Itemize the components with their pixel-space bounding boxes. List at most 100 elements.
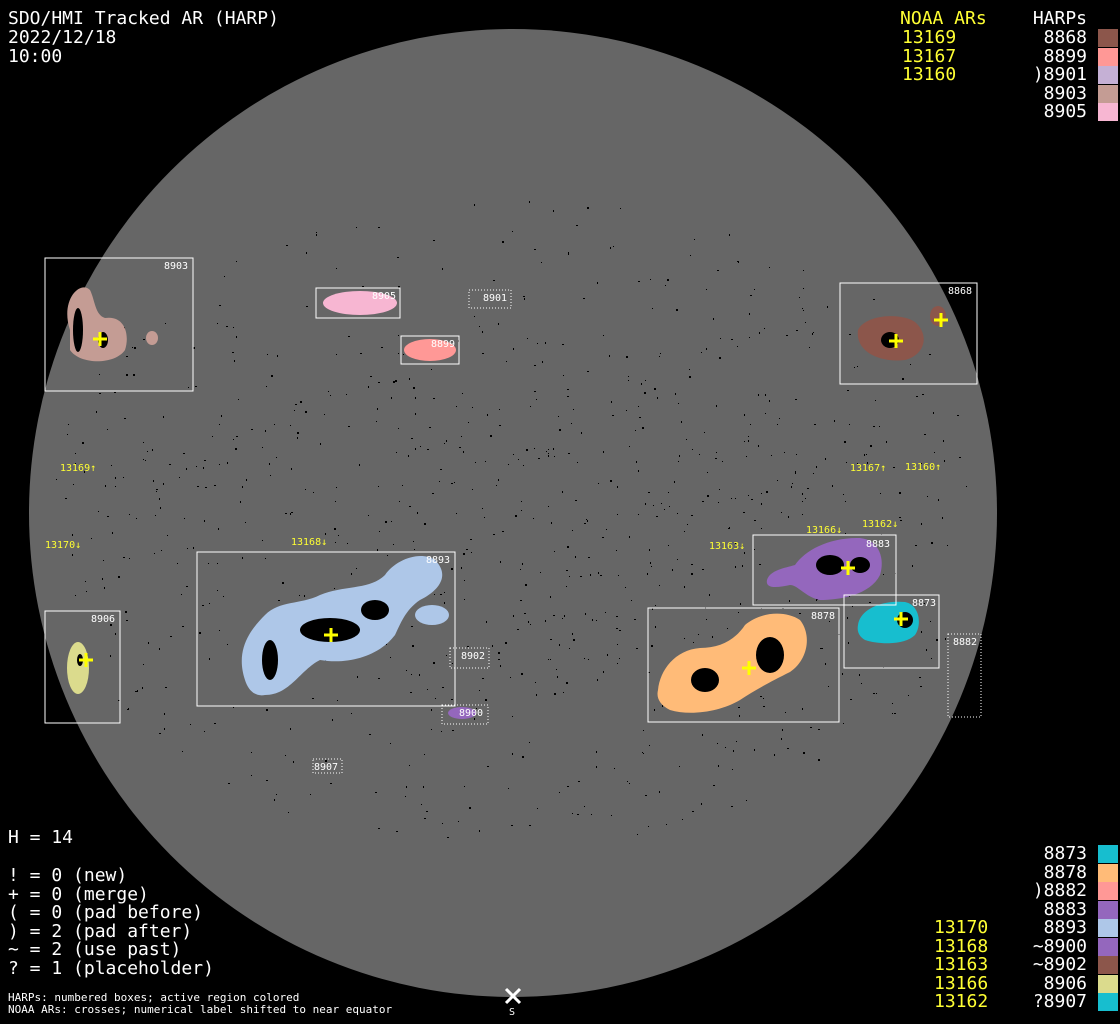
- harp-label: 8873: [912, 598, 936, 609]
- speck: [266, 709, 268, 711]
- speck: [626, 356, 628, 358]
- speck: [105, 485, 106, 487]
- speck: [620, 208, 621, 209]
- speck: [102, 578, 103, 580]
- harp-label: 8902: [461, 651, 485, 662]
- speck: [204, 731, 205, 732]
- speck: [528, 621, 529, 623]
- speck: [849, 334, 851, 335]
- speck: [538, 458, 540, 459]
- speck: [424, 818, 426, 819]
- speck: [417, 512, 418, 514]
- speck: [518, 459, 519, 460]
- speck: [451, 483, 453, 484]
- noaa-label: 13167↑: [850, 463, 886, 474]
- speck: [360, 353, 362, 354]
- region-8900: [448, 707, 476, 719]
- speck: [332, 719, 333, 721]
- speck: [668, 545, 669, 546]
- speck: [232, 352, 234, 353]
- region-8905: [323, 291, 397, 315]
- speck: [193, 347, 195, 349]
- speck: [727, 628, 728, 629]
- speck: [645, 795, 647, 796]
- speck: [694, 239, 695, 240]
- speck: [842, 673, 843, 675]
- speck: [712, 636, 713, 638]
- speck: [784, 452, 785, 453]
- speck: [476, 708, 477, 709]
- speck: [487, 414, 488, 416]
- speck: [545, 342, 546, 344]
- speck: [649, 745, 650, 746]
- harp-legend-entry: ~8902: [1032, 954, 1087, 975]
- speck: [227, 644, 228, 645]
- speck: [618, 575, 619, 576]
- speck: [524, 613, 526, 614]
- speck: [520, 600, 522, 601]
- speck: [183, 453, 185, 454]
- speck: [908, 695, 909, 696]
- harp-color-swatch: [1098, 937, 1118, 956]
- speck: [291, 468, 292, 470]
- speck: [316, 234, 317, 236]
- speck: [99, 374, 100, 375]
- speck: [500, 561, 501, 563]
- speck: [529, 742, 530, 743]
- noaa-label: 13170↓: [45, 540, 81, 551]
- speck: [431, 369, 432, 370]
- speck: [188, 387, 189, 388]
- speck: [463, 553, 465, 555]
- status-count-line: ? = 1 (placeholder): [8, 957, 214, 979]
- speck: [659, 356, 660, 357]
- speck: [219, 305, 221, 306]
- speck: [276, 457, 277, 458]
- speck: [665, 285, 666, 286]
- speck: [451, 699, 453, 700]
- speck: [499, 425, 501, 426]
- speck: [197, 486, 199, 487]
- speck: [368, 515, 369, 516]
- speck: [802, 708, 803, 710]
- speck: [479, 830, 480, 832]
- speck: [761, 503, 762, 505]
- speck: [276, 794, 277, 795]
- speck: [464, 580, 465, 581]
- speck: [533, 518, 534, 519]
- speck: [391, 397, 392, 399]
- harp-legend-entry: ~8900: [1032, 935, 1087, 957]
- harp-box-8900: [441, 704, 489, 725]
- speck: [735, 498, 736, 499]
- speck: [330, 783, 332, 784]
- speck: [395, 380, 397, 382]
- speck: [385, 521, 387, 523]
- harp-legend-entry: ?8907: [1032, 991, 1087, 1012]
- speck: [246, 479, 247, 481]
- speck: [617, 486, 618, 488]
- speck: [611, 815, 612, 816]
- speck: [413, 541, 414, 542]
- speck: [393, 544, 394, 545]
- speck: [236, 436, 238, 437]
- speck: [931, 658, 932, 659]
- speck: [735, 566, 736, 568]
- speck: [324, 414, 325, 415]
- speck: [490, 435, 492, 437]
- speck: [643, 753, 644, 754]
- speck: [816, 466, 817, 468]
- speck: [788, 516, 789, 518]
- speck: [369, 734, 371, 735]
- speck: [167, 535, 168, 536]
- harp-label: 8901: [483, 293, 507, 304]
- speck: [115, 486, 116, 487]
- speck: [919, 677, 921, 678]
- speck: [85, 581, 86, 582]
- speck: [596, 620, 597, 621]
- speck: [629, 536, 630, 538]
- speck: [65, 498, 67, 499]
- speck: [554, 456, 555, 457]
- speck: [328, 391, 329, 392]
- speck: [530, 406, 531, 407]
- speck: [419, 674, 420, 676]
